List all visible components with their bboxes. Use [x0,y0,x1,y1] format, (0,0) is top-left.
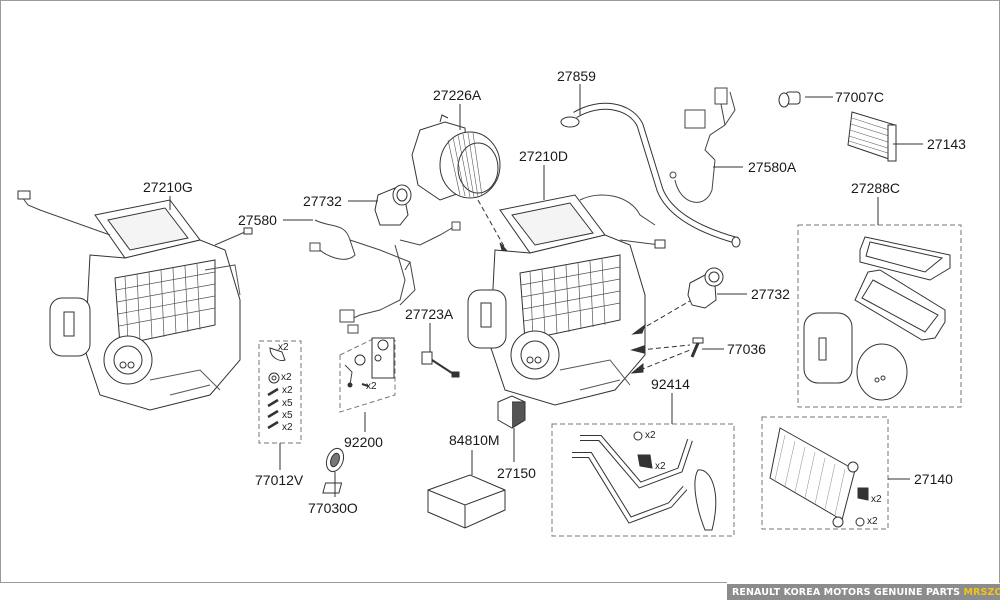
part-label-27732-upper[interactable]: 27732 [303,193,342,209]
hvac-unit-left-illustration[interactable] [17,190,253,411]
banner-main-text: RENAULT KOREA MOTORS GENUINE PARTS [732,586,961,598]
part-label-77030O[interactable]: 77030O [308,500,358,516]
part-label-27150[interactable]: 27150 [497,465,536,481]
qty-77012V-bolt-1: x2 [282,385,293,396]
part-label-27859[interactable]: 27859 [557,68,596,84]
wiring-harness-a-illustration[interactable] [669,87,736,203]
part-label-92414[interactable]: 92414 [651,376,690,392]
sensor-77007C-illustration[interactable] [778,91,801,108]
banner-brand: MRSZONE [963,586,1000,598]
qty-77012V-bolt-4: x2 [282,422,293,433]
blower-motor-illustration[interactable] [411,114,510,254]
wiring-harness-illustration[interactable] [309,219,461,334]
hvac-unit-right-illustration[interactable] [467,194,701,406]
qty-77012V-bolt-3: x5 [282,410,293,421]
brand-banner: RENAULT KOREA MOTORS GENUINE PARTS MRSZO… [727,584,1000,600]
part-label-27226A[interactable]: 27226A [433,87,482,103]
control-module-illustration[interactable] [322,474,506,529]
actuator-right-illustration[interactable] [687,267,724,309]
part-label-77012V[interactable]: 77012V [255,472,304,488]
qty-77012V-bolt-2: x5 [282,398,293,409]
qty-92414-oring: x2 [645,430,656,441]
ptc-heater-illustration[interactable] [847,111,897,162]
expansion-valve-kit-illustration[interactable] [339,337,396,413]
part-label-27580[interactable]: 27580 [238,212,277,228]
part-label-77036[interactable]: 77036 [727,341,766,357]
part-label-84810M[interactable]: 84810M [449,432,500,448]
qty-27140-clip: x2 [871,494,882,505]
qty-77012V-washer: x2 [281,372,292,383]
temp-sensor-illustration[interactable] [421,351,460,378]
part-label-92200[interactable]: 92200 [344,434,383,450]
blower-resistor-illustration[interactable] [497,395,526,429]
grommet-illustration[interactable] [323,446,346,474]
fastener-kit-illustration[interactable] [258,340,302,444]
qty-92414-clip: x2 [655,461,666,472]
part-label-27210G[interactable]: 27210G [143,179,193,195]
qty-27140-oring: x2 [867,516,878,527]
part-label-27723A[interactable]: 27723A [405,306,454,322]
filter-seal-kit-illustration[interactable] [797,224,962,408]
part-label-27143[interactable]: 27143 [927,136,966,152]
qty-77012V-clip: x2 [278,342,289,353]
part-label-27580A[interactable]: 27580A [748,159,797,175]
heater-pipe-kit-illustration[interactable] [551,423,735,537]
leader-lines [169,84,923,497]
actuator-upper-illustration[interactable] [374,184,412,226]
qty-92200-screw: x2 [366,381,377,392]
banner-text: RENAULT KOREA MOTORS GENUINE PARTS MRSZO… [732,587,1000,598]
part-label-77007C[interactable]: 77007C [835,89,885,105]
part-label-27140[interactable]: 27140 [914,471,953,487]
screw-77036-illustration[interactable] [690,337,704,358]
drain-hose-illustration[interactable] [560,102,741,248]
part-label-27288C[interactable]: 27288C [851,180,901,196]
part-label-27210D[interactable]: 27210D [519,148,569,164]
frame-bottom-line [0,582,727,583]
part-label-27732-right[interactable]: 27732 [751,286,790,302]
heater-core-kit-illustration[interactable] [761,416,889,530]
